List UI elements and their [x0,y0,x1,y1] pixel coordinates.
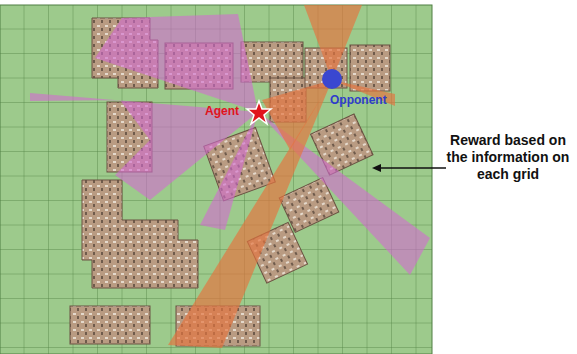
arrow-head [372,164,381,172]
opponent-label: Opponent [330,93,387,107]
opponent-view [168,5,395,348]
opponent-dot [322,69,342,89]
agent-star [247,101,271,124]
reward-note: Reward based on the information on each … [442,132,574,183]
grid-ground [0,5,432,354]
leader-arrow [378,167,446,168]
agent-view [30,14,430,275]
agent-label: Agent [205,104,239,118]
